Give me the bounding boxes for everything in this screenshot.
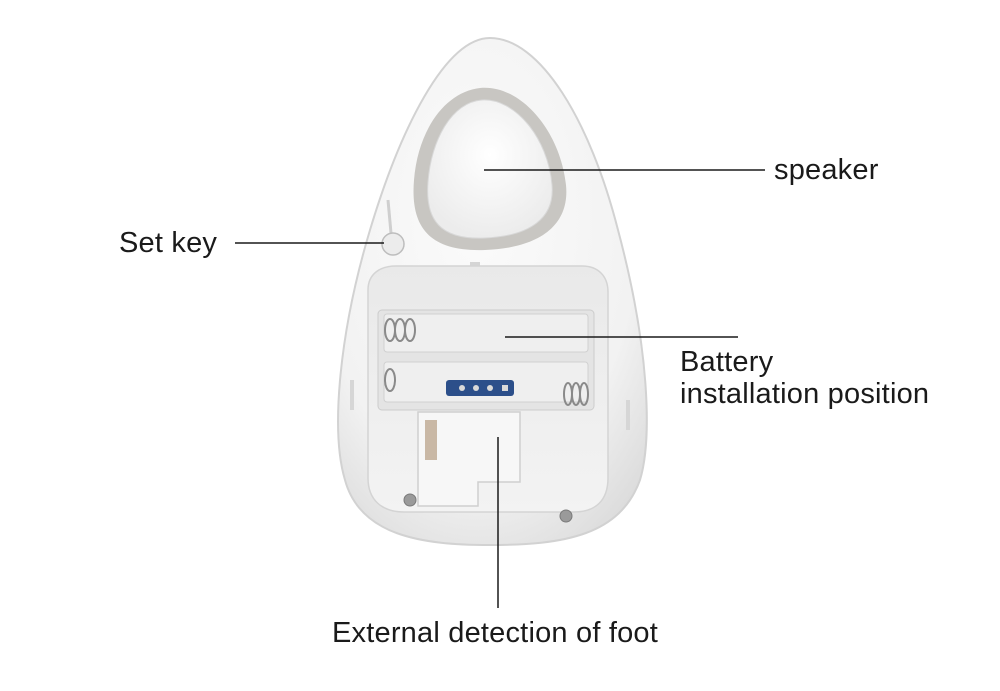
set-key-label: Set key xyxy=(119,227,218,259)
battery-label: Battery installation position xyxy=(680,346,929,410)
contact-pin xyxy=(487,385,493,391)
foot-detection-recess xyxy=(417,411,521,507)
screw-hole-right xyxy=(559,509,573,523)
battery-spring-lower-icon xyxy=(384,368,396,392)
set-key-button xyxy=(381,232,405,256)
foot-detection-label: External detection of foot xyxy=(332,617,659,649)
speaker-cover xyxy=(427,99,553,239)
speaker-label: speaker xyxy=(774,154,879,186)
screw-hole-left xyxy=(403,493,417,507)
battery-spring-upper-icon xyxy=(384,318,416,342)
foot-detection-window xyxy=(425,420,437,460)
side-clip-left xyxy=(350,380,354,410)
battery-spring-right-icon xyxy=(563,382,589,406)
side-clip-right xyxy=(626,400,630,430)
battery-contact-strip xyxy=(446,380,514,396)
battery-label-line1: Battery xyxy=(680,346,774,378)
contact-pin xyxy=(502,385,508,391)
battery-label-line2: installation position xyxy=(680,378,930,410)
battery-slot-upper xyxy=(383,313,589,353)
contact-pin xyxy=(459,385,465,391)
contact-pin xyxy=(473,385,479,391)
